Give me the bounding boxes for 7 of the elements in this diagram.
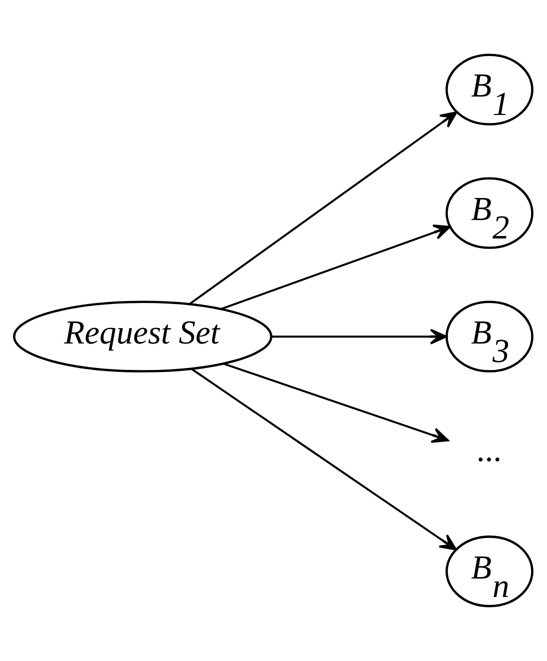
arrow xyxy=(190,368,457,550)
node-ellipse: Request Set xyxy=(13,300,272,372)
node-text: ... xyxy=(477,432,502,470)
arrow xyxy=(220,224,451,310)
arrow xyxy=(188,111,458,306)
arrow xyxy=(271,328,447,344)
arrow xyxy=(222,362,449,443)
